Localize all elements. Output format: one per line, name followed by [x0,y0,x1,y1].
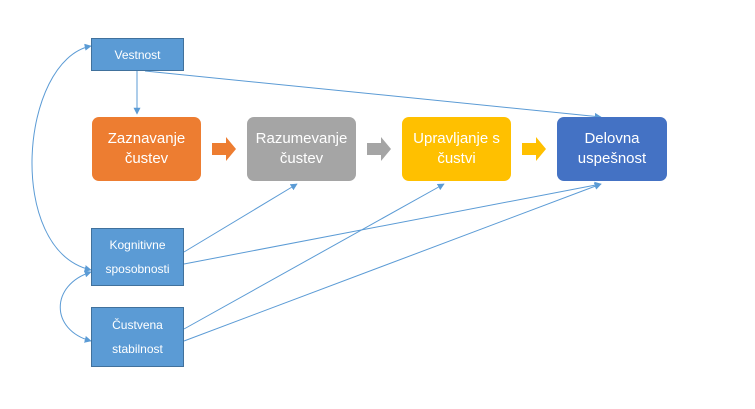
node-upravljanje-line-1: Upravljanje s [413,130,500,147]
node-custvena-stabilnost: Čustvena stabilnost [91,307,184,367]
node-kognitivne-line-1: Kognitivne [109,238,166,252]
node-custvena-stabilnost-label: Čustvena stabilnost [112,313,163,361]
node-zaznavanje-line-1: Zaznavanje [107,130,186,147]
edge-kognitivne-to-razumevanje [183,183,298,253]
node-upravljanje-s-custvi: Upravljanje s čustvi [402,117,511,181]
edge-upravljanje-to-delovna-arrow [522,137,546,161]
edge-custvena-to-delovna [183,182,602,342]
node-razumevanje-custev-label: Razumevanje čustev [256,129,348,169]
node-vestnost: Vestnost [91,38,184,71]
node-kognitivne-sposobnosti: Kognitivne sposobnosti [91,228,184,286]
edge-vestnost-to-kognitivne [31,43,92,272]
node-delovna-line-2: uspešnost [577,150,647,167]
node-kognitivne-line-2: sposobnosti [105,262,170,276]
node-zaznavanje-line-2: čustev [124,150,169,167]
edge-zaznavanje-to-razumevanje-arrow [212,137,236,161]
node-vestnost-line-1: Vestnost [114,47,161,62]
node-zaznavanje-custev: Zaznavanje čustev [92,117,201,181]
edge-custvena-to-upravljanje [183,183,445,330]
node-razumevanje-line-1: Razumevanje [255,130,348,147]
node-kognitivne-sposobnosti-label: Kognitivne sposobnosti [105,233,169,281]
node-custvena-line-1: Čustvena [112,318,163,332]
node-razumevanje-line-2: čustev [279,150,324,167]
node-upravljanje-s-custvi-label: Upravljanje s čustvi [413,129,500,169]
node-delovna-line-1: Delovna [584,130,640,147]
node-custvena-line-2: stabilnost [112,342,163,356]
node-razumevanje-custev: Razumevanje čustev [247,117,356,181]
node-zaznavanje-custev-label: Zaznavanje čustev [108,129,186,169]
edge-kognitivne-to-custvena [59,270,92,343]
node-vestnost-label: Vestnost [114,43,160,67]
edge-vestnost-to-delovna [144,70,602,120]
edge-razumevanje-to-upravljanje-arrow [367,137,391,161]
node-delovna-uspesnost-label: Delovna uspešnost [578,129,646,169]
node-delovna-uspesnost: Delovna uspešnost [557,117,667,181]
node-upravljanje-line-2: čustvi [437,150,476,167]
edge-kognitivne-to-delovna [183,181,602,265]
